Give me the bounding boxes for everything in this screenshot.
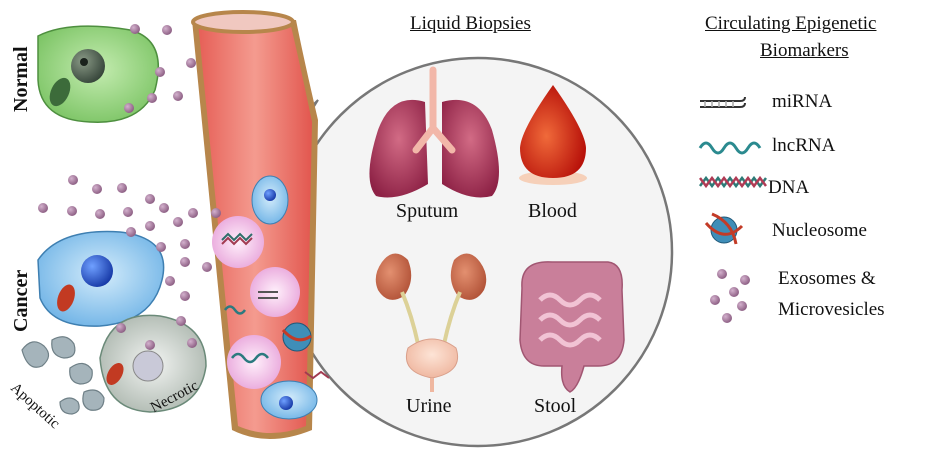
blood-label: Blood — [528, 200, 577, 223]
legend-mirna-label: miRNA — [772, 91, 832, 113]
biomarkers-title-line1: Circulating Epigenetic — [705, 13, 876, 35]
legend-microvesicles-label: Microvesicles — [778, 299, 885, 321]
dna-icon — [700, 178, 766, 186]
mirna-icon — [700, 97, 745, 107]
biomarkers-title-line2: Biomarkers — [760, 40, 849, 62]
exosome-icon — [710, 269, 750, 323]
sputum-label: Sputum — [396, 200, 458, 223]
cancer-cell — [38, 232, 164, 327]
legend-nucleosome-label: Nucleosome — [772, 220, 867, 242]
legend-lncrna-label: lncRNA — [772, 135, 835, 157]
liquid-biopsies-title: Liquid Biopsies — [410, 13, 531, 35]
lncrna-icon — [700, 143, 760, 153]
nucleosome-icon — [706, 214, 742, 244]
urine-label: Urine — [406, 395, 452, 418]
legend-dna-label: DNA — [768, 177, 809, 199]
stool-label: Stool — [534, 395, 576, 418]
legend-exosomes-label: Exosomes & — [778, 268, 876, 290]
normal-cell — [38, 26, 158, 122]
cancer-label: Cancer — [10, 270, 33, 332]
normal-label: Normal — [10, 46, 33, 112]
